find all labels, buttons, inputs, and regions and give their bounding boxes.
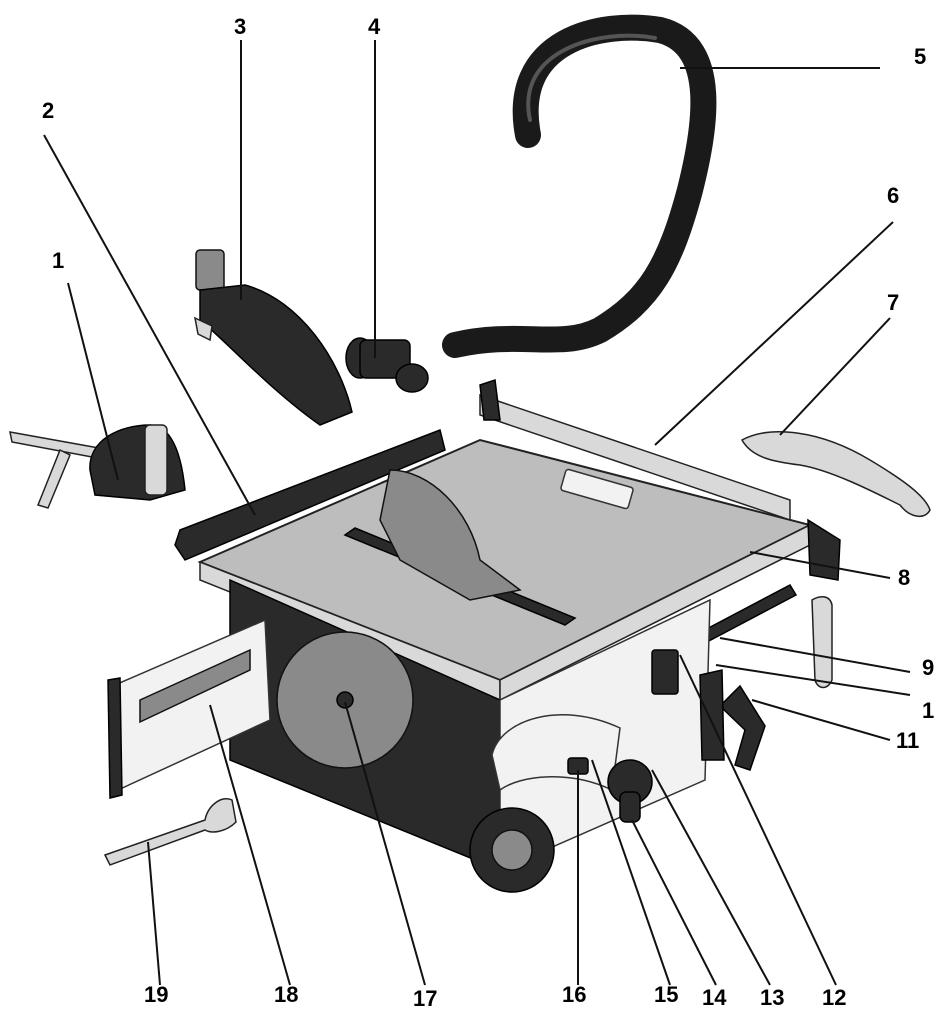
callout-labels: 1 2 3 4 5 6 7 8 9 1 11 12 13 14 15 16 17… (42, 14, 934, 1011)
saw-blade-guard (193, 249, 353, 426)
leader-lines (43, 40, 911, 986)
saw-table (174, 378, 813, 749)
callout-17: 17 (413, 986, 437, 1011)
angle-stop (9, 424, 186, 509)
callout-10: 1 (922, 698, 934, 723)
callout-13: 13 (760, 985, 784, 1010)
hose-adapter (345, 337, 429, 393)
callout-14: 14 (702, 985, 727, 1010)
callout-6: 6 (887, 183, 899, 208)
callout-15: 15 (654, 982, 678, 1007)
extraction-hose (442, 14, 717, 358)
callout-8: 8 (898, 565, 910, 590)
callout-4: 4 (368, 14, 381, 39)
callout-2: 2 (42, 98, 54, 123)
callout-1a: 1 (52, 248, 64, 273)
accessory-door (107, 618, 271, 799)
callout-16: 16 (562, 982, 586, 1007)
push-stick (740, 431, 931, 517)
callout-9: 9 (922, 655, 934, 680)
callout-5: 5 (914, 44, 926, 69)
saw-housing (229, 518, 841, 893)
callout-18: 18 (274, 982, 298, 1007)
callout-12: 12 (822, 985, 846, 1010)
callout-3: 3 (234, 14, 246, 39)
wrench (103, 798, 237, 866)
callout-19: 19 (144, 982, 168, 1007)
callout-11: 11 (896, 728, 919, 753)
callout-7: 7 (887, 290, 899, 315)
